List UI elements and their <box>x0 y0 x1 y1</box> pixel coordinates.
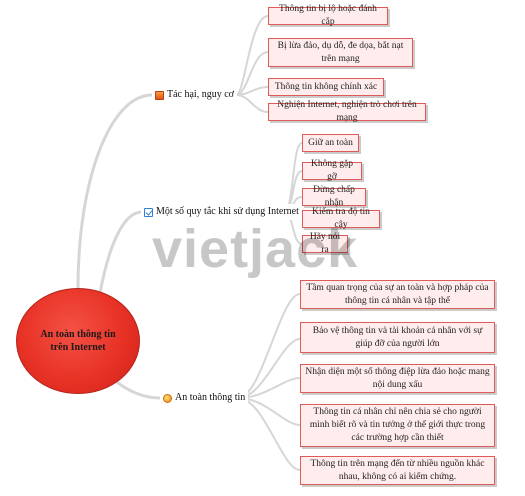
leaf-node[interactable]: Bảo vệ thông tin và tài khoản cá nhân vớ… <box>300 322 495 353</box>
flag-icon <box>155 90 164 100</box>
branch-harms-risks[interactable]: Tác hại, nguy cơ <box>152 87 237 103</box>
leaf-node[interactable]: Thông tin không chính xác <box>268 78 384 96</box>
leaf-node[interactable]: Nghiện Internet, nghiện trò chơi trên mạ… <box>268 100 426 123</box>
leaf-node[interactable]: Thông tin bị lộ hoặc đánh cắp <box>268 4 388 27</box>
branch-label: Một số quy tắc khi sử dụng Internet <box>156 206 299 217</box>
leaf-node[interactable]: Hãy nói ra <box>302 232 348 255</box>
leaf-node[interactable]: Tầm quan trọng của sự an toàn và hợp phá… <box>300 280 495 309</box>
leaf-node[interactable]: Thông tin cá nhân chỉ nên chia sẻ cho ng… <box>300 404 495 447</box>
branch-label: Tác hại, nguy cơ <box>167 89 234 100</box>
root-node[interactable]: An toàn thông tin trên Internet <box>16 288 140 394</box>
leaf-label: Nhận diện một số thông điệp lừa đảo hoặc… <box>305 366 490 390</box>
leaf-label: Nghiện Internet, nghiện trò chơi trên mạ… <box>277 100 417 123</box>
leaf-label: Thông tin không chính xác <box>274 81 378 92</box>
leaf-node[interactable]: Giữ an toàn <box>302 134 359 152</box>
globe-icon <box>163 393 172 403</box>
branch-internet-rules[interactable]: Một số quy tắc khi sử dụng Internet <box>141 204 302 220</box>
leaf-node[interactable]: Kiểm tra độ tin cậy <box>302 207 380 230</box>
leaf-label: Tầm quan trọng của sự an toàn và hợp phá… <box>306 282 489 306</box>
checkbox-icon <box>144 207 153 217</box>
leaf-label: Thông tin bị lộ hoặc đánh cắp <box>279 4 377 27</box>
leaf-node[interactable]: Nhận diện một số thông điệp lừa đảo hoặc… <box>300 364 495 393</box>
leaf-label: Thông tin trên mạng đến từ nhiều nguồn k… <box>310 458 485 482</box>
root-node-label: An toàn thông tin trên Internet <box>40 329 116 353</box>
branch-information-security[interactable]: An toàn thông tin <box>160 390 249 406</box>
leaf-label: Bảo vệ thông tin và tài khoản cá nhân vớ… <box>312 325 483 349</box>
leaf-label: Hãy nói ra <box>309 232 341 255</box>
leaf-label: Thông tin cá nhân chỉ nên chia sẻ cho ng… <box>309 407 486 443</box>
leaf-node[interactable]: Không gặp gỡ <box>302 159 362 182</box>
leaf-label: Giữ an toàn <box>308 137 353 148</box>
leaf-label: Không gặp gỡ <box>311 159 353 182</box>
leaf-label: Đừng chấp nhận <box>313 185 355 208</box>
leaf-node[interactable]: Đừng chấp nhận <box>302 185 366 208</box>
leaf-label: Bị lừa đảo, dụ dỗ, đe dọa, bắt nạt trên … <box>277 40 404 64</box>
leaf-label: Kiểm tra độ tin cậy <box>312 207 370 230</box>
branch-label: An toàn thông tin <box>175 392 246 403</box>
leaf-node[interactable]: Bị lừa đảo, dụ dỗ, đe dọa, bắt nạt trên … <box>268 38 413 67</box>
leaf-node[interactable]: Thông tin trên mạng đến từ nhiều nguồn k… <box>300 456 495 485</box>
